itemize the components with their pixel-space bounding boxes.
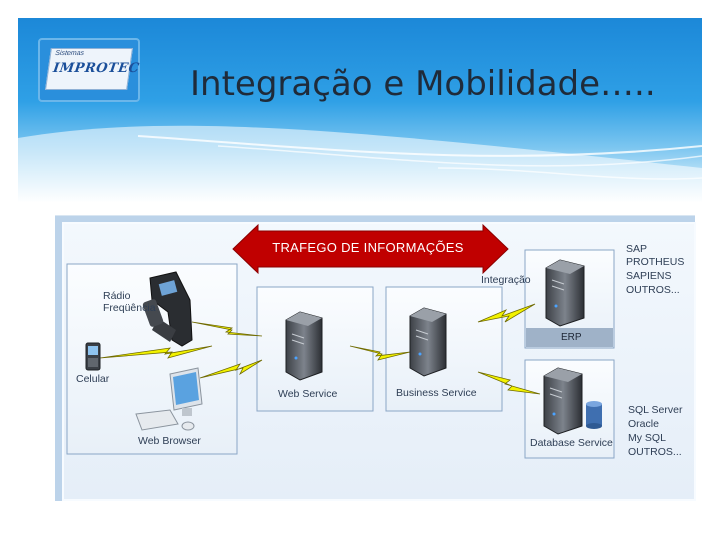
lightning-bolt-icon — [191, 321, 263, 337]
db-system-item: Oracle — [628, 418, 659, 430]
lightning-bolt-icon — [99, 345, 213, 359]
business-service-label: Business Service — [396, 387, 477, 399]
mobile-phone-icon — [85, 342, 101, 371]
web-server-icon — [285, 311, 323, 381]
integration-label: Integração — [481, 274, 531, 286]
header-swoosh-decoration — [18, 125, 702, 203]
db-system-item: My SQL — [628, 432, 666, 444]
traffic-banner-label: TRAFEGO DE INFORMAÇÕES — [272, 240, 464, 255]
erp-system-item: SAP — [626, 243, 648, 255]
erp-label-bar — [526, 328, 613, 347]
erp-label: ERP — [561, 332, 582, 343]
rfid-label-line1: Rádio — [103, 290, 131, 302]
desktop-computer-icon — [135, 367, 203, 431]
rfid-label-line2: Freqüência — [103, 302, 156, 314]
lightning-bolt-icon — [477, 303, 536, 323]
db-system-item: SQL Server — [628, 404, 683, 416]
database-service-label: Database Service — [530, 437, 613, 449]
database-cylinder-icon — [586, 401, 602, 429]
db-system-item: OUTROS... — [628, 446, 682, 458]
company-logo: Sistemas IMPROTEC — [38, 38, 140, 102]
rfid-scanner-icon — [142, 271, 193, 347]
browser-label: Web Browser — [138, 435, 201, 447]
business-server-icon — [409, 307, 447, 377]
web-service-label: Web Service — [278, 388, 338, 400]
mobile-label: Celular — [76, 373, 110, 385]
traffic-banner-arrow — [232, 223, 509, 275]
lightning-bolt-icon — [199, 359, 263, 379]
erp-system-item: SAPIENS — [626, 270, 672, 282]
slide-title: Integração e Mobilidade….. — [190, 64, 656, 104]
erp-server-icon — [545, 259, 585, 327]
database-server-icon — [543, 367, 583, 435]
erp-system-item: OUTROS... — [626, 284, 680, 296]
lightning-bolt-icon — [477, 371, 541, 395]
erp-system-item: PROTHEUS — [626, 256, 685, 268]
slide-header: Sistemas IMPROTEC Integração e Mobilidad… — [18, 18, 702, 203]
